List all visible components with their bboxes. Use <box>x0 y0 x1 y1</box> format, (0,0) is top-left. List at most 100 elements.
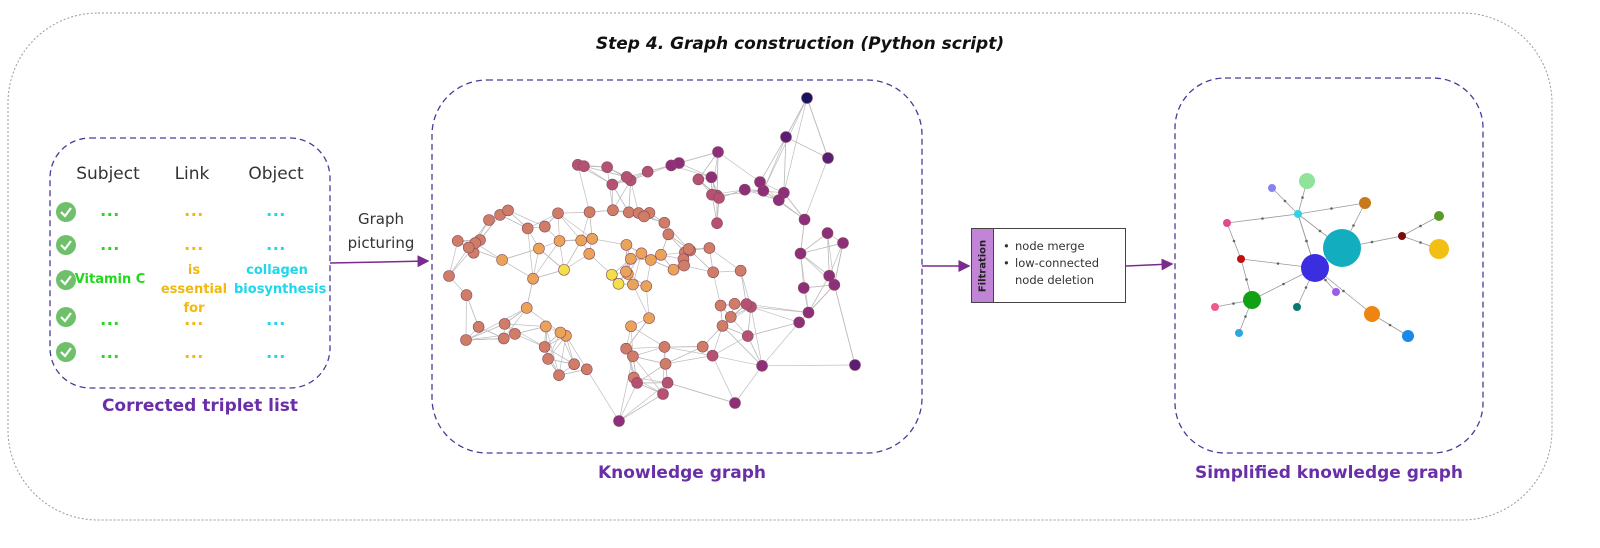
graph-node <box>706 349 719 362</box>
edge-arrow-mark <box>1305 239 1308 243</box>
graph-edge <box>665 346 703 365</box>
check-icon <box>56 270 76 290</box>
filtration-list: •node merge •low-connected node deletion <box>1001 238 1099 289</box>
caption-triplet-list: Corrected triplet list <box>101 396 299 416</box>
graph-edge <box>632 356 664 395</box>
graph-node <box>472 321 485 333</box>
link-cell: ... <box>184 310 204 329</box>
graph-edge <box>678 162 712 178</box>
graph-edge <box>558 335 567 376</box>
graph-node <box>678 259 690 272</box>
graph-node <box>580 363 593 376</box>
graph-node <box>443 270 455 282</box>
graph-node <box>802 306 815 319</box>
graph-edge <box>504 323 545 348</box>
graph-node <box>605 268 618 281</box>
graph-edge <box>665 355 713 365</box>
knowledge-graph-network <box>443 92 861 427</box>
graph-edge <box>448 240 459 277</box>
link-cell: ... <box>184 343 204 362</box>
graph-edge <box>532 240 560 279</box>
graph-edge <box>722 325 763 367</box>
graph-edge <box>709 247 741 272</box>
graph-node <box>620 171 633 183</box>
graph-node <box>620 342 632 355</box>
graph-node <box>552 207 564 220</box>
object-cell: ... <box>266 310 286 329</box>
graph-node <box>655 249 667 261</box>
check-icon <box>56 235 76 255</box>
graph-node <box>1235 329 1243 337</box>
graph-edge <box>501 259 534 280</box>
graph-node <box>659 358 672 370</box>
graph-edge <box>507 210 545 227</box>
graph-node <box>554 326 567 339</box>
graph-node <box>705 171 718 184</box>
graph-edge <box>747 322 800 337</box>
graph-node <box>713 192 725 204</box>
filtration-item-line: node deletion <box>1015 273 1095 287</box>
edge-arrow-mark <box>1261 217 1264 220</box>
graph-node <box>638 210 650 223</box>
graph-node <box>502 204 514 217</box>
graph-edge <box>734 365 763 404</box>
graph-node <box>682 243 695 255</box>
graph-edge <box>527 228 534 279</box>
graph-edge <box>783 97 808 193</box>
graph-node <box>509 328 521 340</box>
graph-edge <box>586 369 620 422</box>
graph-node <box>662 228 675 241</box>
graph-node <box>1364 306 1380 322</box>
graph-node <box>553 235 566 247</box>
graph-node <box>780 131 792 143</box>
arrow-triplets-to-graph <box>329 255 430 268</box>
graph-node <box>624 253 637 265</box>
graph-node <box>521 222 534 235</box>
arrow-label-graph-picturing: Graph picturing <box>336 207 426 255</box>
graph-node <box>496 254 508 266</box>
graph-edge <box>504 323 546 327</box>
graph-node <box>553 369 565 381</box>
object-cell: ... <box>266 343 286 362</box>
filtration-box: Filtration •node merge •low-connected no… <box>971 228 1126 303</box>
graph-node <box>714 299 727 312</box>
graph-edge <box>630 325 665 348</box>
graph-node <box>1332 288 1340 296</box>
graph-node <box>658 341 671 353</box>
graph-node <box>754 176 766 188</box>
simplified-graph-border <box>1174 77 1484 454</box>
graph-node <box>712 146 724 158</box>
graph-edge <box>664 346 713 357</box>
check-icon <box>56 202 76 222</box>
graph-edge <box>759 136 787 183</box>
edge-arrow-mark <box>1301 196 1304 199</box>
graph-node <box>1323 229 1361 267</box>
object-cell: ... <box>266 201 286 220</box>
graph-node <box>1301 254 1329 282</box>
subject-cell: ... <box>100 235 120 254</box>
diagram-title: Step 4. Graph construction (Python scrip… <box>595 34 1005 54</box>
graph-node <box>801 92 813 104</box>
triplet-panel-border <box>49 137 331 389</box>
graph-node <box>1429 239 1449 259</box>
graph-edge <box>750 306 809 313</box>
edge-arrow-mark <box>1324 278 1327 282</box>
edge-arrow-mark <box>1330 207 1333 210</box>
edge-arrow-mark <box>1283 199 1287 203</box>
link-cell: ... <box>184 201 204 220</box>
graph-edge <box>625 317 650 349</box>
graph-node <box>462 241 475 254</box>
graph-node <box>641 165 654 178</box>
edge-arrow-mark <box>1370 240 1374 244</box>
graph-node <box>729 397 741 409</box>
graph-node <box>542 353 554 365</box>
check-icon <box>56 342 76 362</box>
graph-edge <box>618 356 634 422</box>
filtration-item-line: node merge <box>1015 239 1085 253</box>
graph-node <box>498 318 511 330</box>
graph-node <box>849 359 861 371</box>
graph-node <box>821 227 834 239</box>
graph-edge <box>526 307 561 333</box>
check-icon <box>56 307 76 327</box>
